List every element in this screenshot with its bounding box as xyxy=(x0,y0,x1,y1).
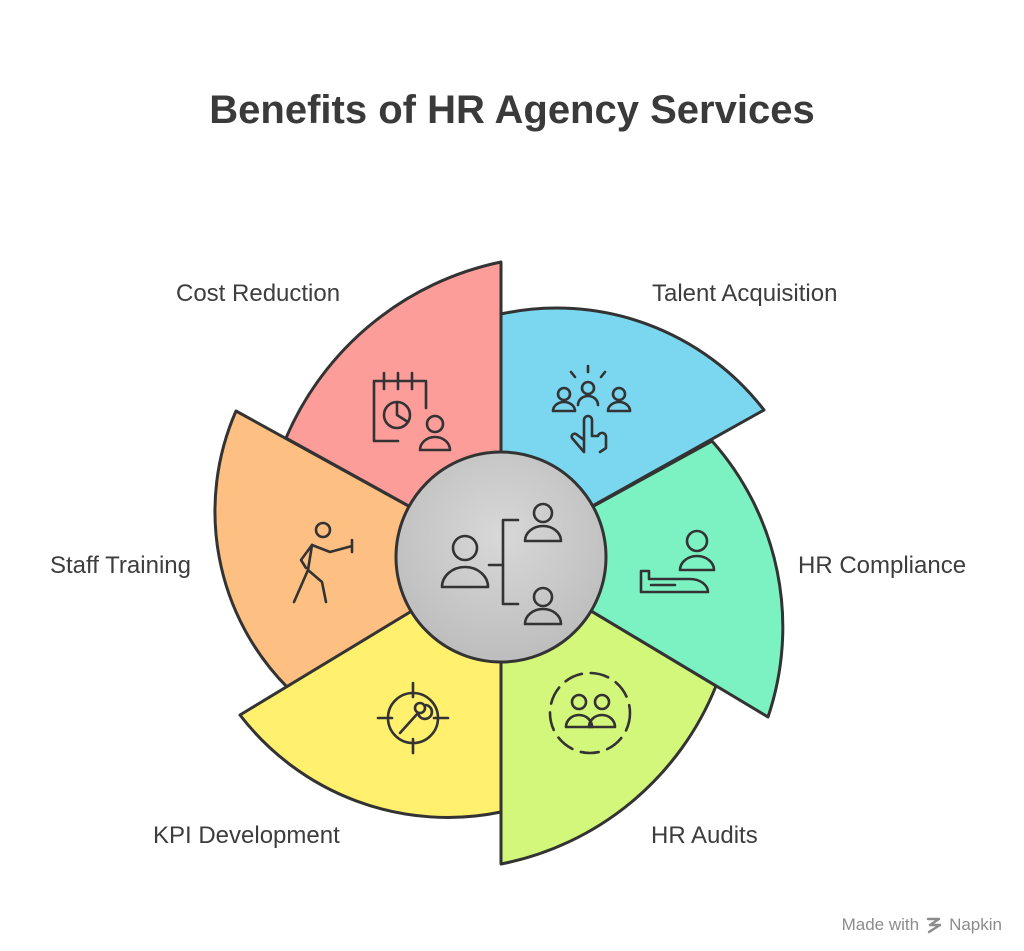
employee-support-icon xyxy=(639,529,716,594)
calendar-chart-user-icon xyxy=(372,371,452,452)
talent-selection-icon xyxy=(551,364,632,454)
label-staff-training: Staff Training xyxy=(50,552,191,579)
org-hierarchy-icon xyxy=(440,502,563,626)
label-hr-compliance: HR Compliance xyxy=(798,552,967,579)
credit-brand: Napkin xyxy=(949,915,1002,934)
label-cost-reduction: Cost Reduction xyxy=(176,280,341,307)
napkin-logo-icon xyxy=(926,917,942,934)
made-with-credit[interactable]: Made with Napkin xyxy=(842,915,1002,935)
center-hub xyxy=(394,450,608,664)
label-kpi-development: KPI Development xyxy=(153,822,340,849)
label-talent-acquisition: Talent Acquisition xyxy=(652,280,838,307)
target-gauge-icon xyxy=(376,681,450,755)
diagram-title: Benefits of HR Agency Services xyxy=(209,88,815,132)
team-audit-icon xyxy=(548,671,632,755)
segment-staff-training xyxy=(213,409,503,690)
credit-prefix: Made with xyxy=(841,915,920,934)
label-hr-audits: HR Audits xyxy=(651,822,758,849)
exercise-figure-icon xyxy=(292,521,354,604)
